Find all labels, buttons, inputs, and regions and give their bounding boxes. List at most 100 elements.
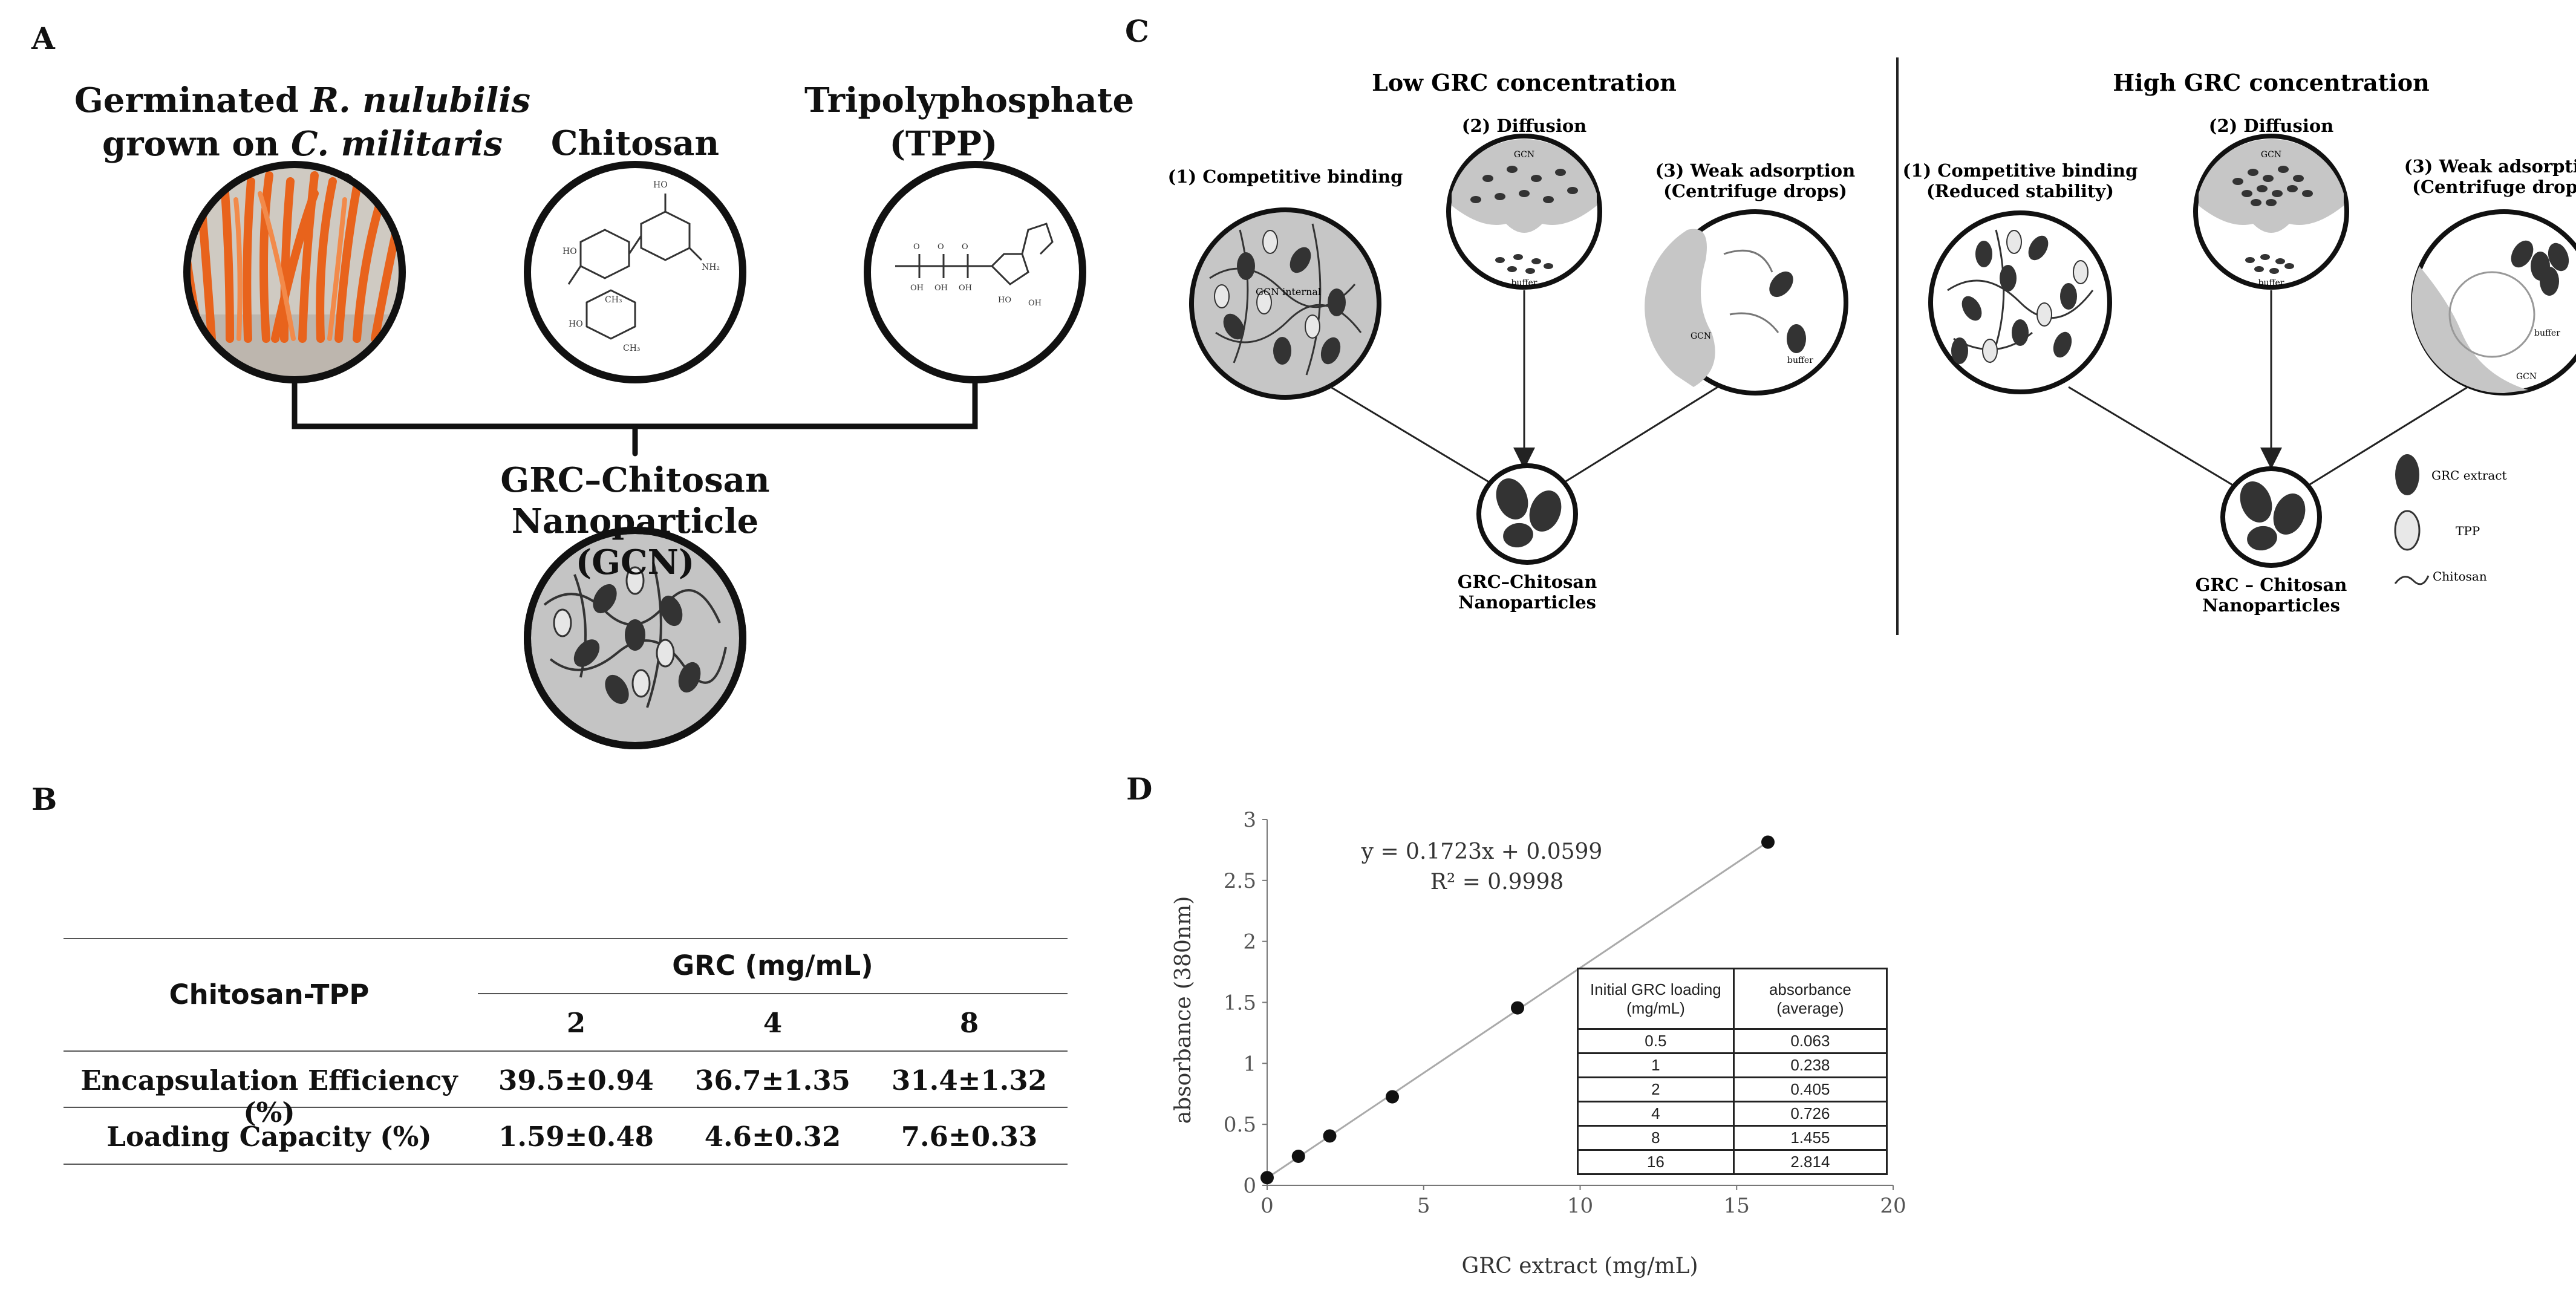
low-weak-adsorption-circle: GCN buffer — [1645, 209, 1848, 396]
gcn-title: GRC–Chitosan Nanoparticle (GCN) — [478, 460, 792, 583]
inset-cell: 2.814 — [1732, 1149, 1888, 1175]
chart-points — [1260, 835, 1775, 1185]
high-adsorption-buffer-label: buffer — [2534, 328, 2560, 338]
row-lc-value-2: 1.59±0.48 — [498, 1121, 654, 1153]
low-step1-label: (1) Competitive binding — [1168, 166, 1403, 187]
low-diffusion-circle: GCN buffer — [1446, 134, 1602, 290]
inset-cell: 4 — [1577, 1101, 1735, 1127]
chart-xlabel: GRC extract (mg/mL) — [1461, 1254, 1698, 1278]
high-competitive-binding-circle — [1928, 210, 2112, 394]
svg-text:CH₃: CH₃ — [605, 295, 622, 305]
svg-text:OH: OH — [1028, 299, 1042, 308]
inset-header-loading: Initial GRC loading (mg/mL) — [1577, 968, 1735, 1030]
table-rule-bottom — [64, 1164, 1068, 1165]
inset-cell: 16 — [1577, 1149, 1735, 1175]
grc-title-host: C. militaris — [290, 124, 503, 164]
inset-cell: 2 — [1577, 1076, 1735, 1102]
inset-table: Initial GRC loading (mg/mL) absorbance (… — [1577, 968, 1888, 1175]
inset-cell: 0.405 — [1732, 1076, 1888, 1102]
low-adsorption-buffer-label: buffer — [1787, 356, 1813, 365]
legend-chitosan-label: Chitosan — [2433, 569, 2487, 584]
y-tick-label: 0 — [1243, 1174, 1256, 1198]
row-ee-label: Encapsulation Efficiency (%) — [80, 1064, 458, 1128]
low-result-nanoparticle — [1476, 463, 1578, 565]
low-gcn-internal-label: GCN internal — [1256, 286, 1321, 298]
svg-text:CH₃: CH₃ — [623, 344, 641, 353]
grc-title-species: R. nulubilis — [310, 80, 531, 120]
inset-cell: 1.455 — [1732, 1125, 1888, 1151]
inset-cell: 1 — [1577, 1052, 1735, 1078]
chitosan-title: Chitosan — [550, 123, 720, 163]
inset-cell: 8 — [1577, 1125, 1735, 1151]
high-adsorption-gcn-label: GCN — [2516, 372, 2537, 382]
low-diffusion-buffer-label: buffer — [1511, 278, 1537, 288]
x-tick-label: 20 — [1880, 1194, 1906, 1218]
chart-r2: R² = 0.9998 — [1430, 870, 1564, 894]
bracket-connector — [292, 377, 978, 457]
grc-photo-circle — [183, 161, 406, 383]
row-lc-label: Loading Capacity (%) — [106, 1121, 432, 1153]
svg-text:OH: OH — [934, 284, 948, 293]
high-title: High GRC concentration — [2113, 69, 2429, 96]
high-result-label-2: Nanoparticles — [2202, 595, 2340, 616]
svg-text:OH: OH — [959, 284, 972, 293]
high-step2-label: (2) Diffusion — [2209, 116, 2334, 136]
x-tick-label: 5 — [1417, 1194, 1430, 1218]
low-competitive-binding-circle: GCN internal — [1189, 207, 1381, 400]
high-step1-label-1: (1) Competitive binding — [1903, 160, 2138, 181]
table-rule-mid — [64, 1107, 1068, 1108]
low-step2-label: (2) Diffusion — [1462, 116, 1587, 136]
y-tick-label: 1.5 — [1224, 991, 1256, 1015]
table-rule-header — [64, 1050, 1068, 1052]
y-tick-label: 1 — [1243, 1052, 1256, 1076]
low-result-label-1: GRC–Chitosan — [1458, 571, 1597, 592]
row-lc-value-8: 7.6±0.33 — [901, 1121, 1038, 1153]
legend-tpp-label: TPP — [2456, 524, 2480, 538]
gcn-title-line1: GRC–Chitosan — [500, 460, 770, 500]
table-group-header: GRC (mg/mL) — [672, 949, 873, 982]
inset-cell: 0.238 — [1732, 1052, 1888, 1078]
high-step3-label-2: (Centrifuge drops) — [2412, 177, 2576, 197]
panel-a-letter: A — [31, 21, 55, 56]
inset-cell: 0.5 — [1577, 1028, 1735, 1054]
high-result-label-1: GRC – Chitosan — [2196, 575, 2347, 595]
tpp-title-line2: (TPP) — [889, 124, 998, 164]
svg-text:HO: HO — [569, 319, 583, 329]
low-result-label-2: Nanoparticles — [1458, 592, 1596, 613]
data-point — [1386, 1090, 1399, 1104]
svg-text:O: O — [962, 243, 968, 252]
table-row-header: Chitosan-TPP — [169, 979, 370, 1011]
y-tick-label: 2 — [1243, 930, 1256, 954]
high-diffusion-gcn-label: GCN — [2261, 150, 2281, 160]
gcn-nanoparticle-circle — [524, 527, 746, 749]
chart-equation: y = 0.1723x + 0.0599 — [1361, 839, 1603, 864]
tpp-title: Tripolyphosphate (TPP) — [804, 79, 1134, 166]
panel-c-letter: C — [1125, 13, 1149, 49]
panel-c-diagram: Low GRC concentration High GRC concentra… — [1168, 57, 2576, 635]
row-lc-value-4: 4.6±0.32 — [704, 1121, 841, 1153]
low-title: Low GRC concentration — [1372, 69, 1677, 96]
svg-text:O: O — [913, 243, 920, 252]
table-rule-top — [64, 938, 1068, 939]
low-step3-label-2: (Centrifuge drops) — [1663, 181, 1847, 201]
high-diffusion-circle: GCN buffer — [2193, 134, 2349, 290]
panel-b-letter: B — [31, 781, 57, 817]
legend-tpp-swatch — [2394, 510, 2421, 551]
panel-d-letter: D — [1126, 771, 1153, 807]
svg-text:O: O — [937, 243, 944, 252]
data-point — [1291, 1150, 1305, 1164]
col-header-8: 8 — [959, 1007, 979, 1039]
data-point — [1761, 835, 1775, 849]
x-tick-label: 10 — [1567, 1194, 1593, 1218]
inset-cell: 0.726 — [1732, 1101, 1888, 1127]
row-ee-value-4: 36.7±1.35 — [695, 1064, 850, 1096]
y-tick-label: 2.5 — [1224, 869, 1256, 893]
panel-c-legend: GRC extract TPP Chitosan — [2394, 454, 2507, 585]
row-ee-value-8: 31.4±1.32 — [892, 1064, 1047, 1096]
chart-ylabel: absorbance (380nm) — [1171, 896, 1196, 1124]
